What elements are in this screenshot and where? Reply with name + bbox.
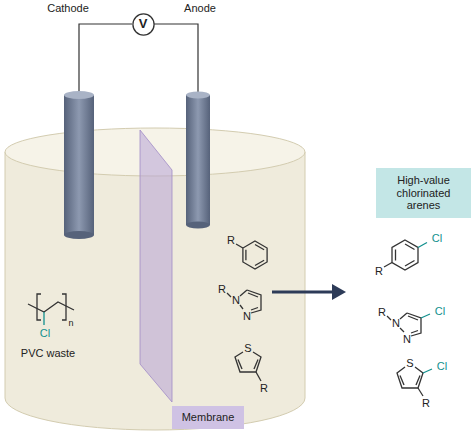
bond [240, 305, 243, 309]
bond [248, 293, 258, 297]
bond [235, 352, 261, 372]
bond [397, 367, 423, 388]
material-label: PVC waste [21, 348, 75, 359]
bond [408, 316, 418, 320]
atom-label: S [406, 358, 413, 369]
wire [79, 24, 132, 95]
bond [400, 313, 407, 319]
bond [236, 244, 243, 248]
atom-label: Cl [432, 233, 442, 244]
atom-label: N [243, 311, 251, 322]
atom-label: R [227, 235, 235, 246]
atom-label: N [403, 334, 411, 345]
bond [227, 293, 231, 297]
bond [421, 314, 430, 318]
wires [79, 24, 198, 95]
membrane-tag: Membrane [172, 406, 244, 429]
bond [245, 250, 246, 261]
anode-electrode [186, 92, 210, 99]
atom-label: R [260, 383, 268, 394]
bond [400, 328, 404, 332]
node-text: V [139, 17, 148, 32]
bond [392, 240, 418, 270]
atom-label: R [422, 398, 430, 409]
bond [240, 290, 247, 296]
atom-label: Cl [435, 306, 445, 317]
arrow-shaft [272, 291, 334, 294]
bond [416, 376, 420, 386]
bond [255, 260, 264, 265]
atom-label: R [218, 284, 226, 295]
pvc-structure [28, 294, 74, 325]
electrodes [64, 91, 210, 239]
benzene-ring [236, 241, 267, 269]
chlorothiophene [397, 367, 432, 396]
bond [387, 316, 391, 320]
atom-label: Cl [40, 328, 50, 339]
bond [254, 360, 258, 370]
bond [243, 241, 267, 269]
atom-label: R [375, 266, 383, 277]
bond [395, 250, 396, 261]
atom-label: Cl [437, 361, 447, 372]
cathode-electrode [64, 95, 94, 235]
anode-electrode [186, 222, 210, 229]
bond [28, 302, 74, 312]
wire [154, 24, 198, 95]
result-box: High-value chlorinated arenes [376, 168, 471, 218]
voltmeter-circle: V [132, 13, 155, 36]
bond [405, 244, 415, 250]
voltmeter-outline [132, 13, 153, 34]
atom-label: N [392, 318, 400, 329]
bond [405, 261, 415, 267]
thiophene-ring [235, 352, 261, 381]
chlorobenzene [384, 240, 427, 270]
bond [43, 312, 44, 325]
atom-label: S [244, 343, 251, 354]
atom-label: R [378, 307, 386, 318]
atom-label: N [232, 295, 240, 306]
repeat-index: n [68, 319, 73, 328]
node-text: Membrane [182, 411, 235, 424]
electrochemical-cell [5, 128, 305, 430]
reaction-arrow [272, 284, 346, 300]
electrode-label: Anode [184, 3, 216, 14]
bond [411, 331, 418, 334]
electrode-label: Cathode [47, 3, 89, 14]
node-text: High-value chlorinated arenes [381, 174, 466, 212]
bond [255, 245, 264, 250]
bond [418, 388, 423, 396]
membrane-plane [140, 130, 172, 402]
bond [400, 376, 404, 386]
bracket [62, 294, 66, 320]
bond [251, 308, 258, 311]
bond [423, 369, 432, 373]
arrow-head [332, 284, 346, 300]
bond [384, 263, 392, 268]
anode-electrode [186, 95, 210, 225]
bond [238, 360, 242, 370]
cathode-electrode [64, 231, 94, 239]
bond [256, 372, 261, 381]
cathode-electrode [64, 91, 94, 99]
bond [418, 243, 427, 248]
bracket [37, 294, 41, 320]
